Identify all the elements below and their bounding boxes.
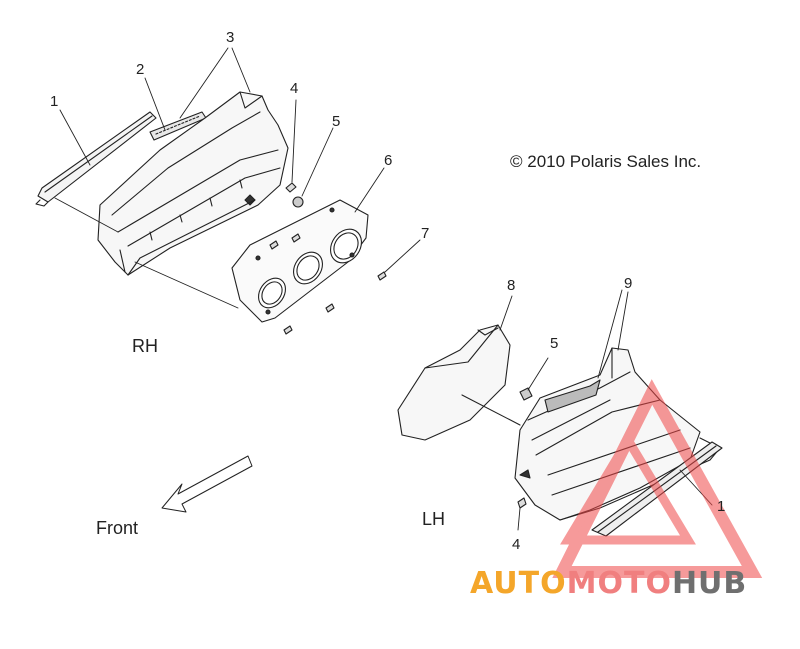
- lh-nut: [519, 387, 533, 401]
- callout-lh-1: 1: [717, 498, 726, 515]
- watermark-hub: HUB: [671, 566, 748, 601]
- callout-lh-8: 8: [507, 277, 516, 294]
- rh-dash-housing: [97, 91, 289, 276]
- callout-rh-1: 1: [50, 93, 59, 110]
- rh-leader-lines: [54, 47, 421, 309]
- rh-screw: [285, 182, 297, 193]
- lh-gauge-cover: [397, 324, 521, 441]
- callout-rh-6: 6: [384, 152, 393, 169]
- callout-rh-2: 2: [136, 61, 145, 78]
- callout-rh-4: 4: [290, 80, 299, 97]
- rh-screws: [269, 233, 387, 335]
- rh-trim-strip: [35, 111, 157, 207]
- rh-gauge-bezel: [231, 199, 369, 323]
- callout-rh-7: 7: [421, 225, 430, 242]
- rh-side-label: RH: [132, 336, 158, 356]
- watermark-moto: MOTO: [566, 566, 672, 601]
- automotohub-logo-mark: [552, 379, 763, 578]
- callout-rh-5: 5: [332, 113, 341, 130]
- callout-lh-4: 4: [512, 536, 521, 553]
- callout-rh-3: 3: [226, 29, 235, 46]
- rh-nut: [292, 196, 304, 208]
- front-direction-arrow: [161, 455, 253, 513]
- lh-screw: [517, 497, 527, 509]
- lh-side-label: LH: [422, 509, 446, 529]
- lh-dash-housing: [514, 347, 721, 521]
- automotohub-watermark: AUTOMOTOHUB: [470, 566, 747, 601]
- callout-lh-9: 9: [624, 275, 633, 292]
- watermark-auto: AUTO: [470, 566, 567, 601]
- copyright-text: © 2010 Polaris Sales Inc.: [510, 152, 702, 171]
- front-label: Front: [96, 518, 139, 538]
- callout-lh-5: 5: [550, 335, 559, 352]
